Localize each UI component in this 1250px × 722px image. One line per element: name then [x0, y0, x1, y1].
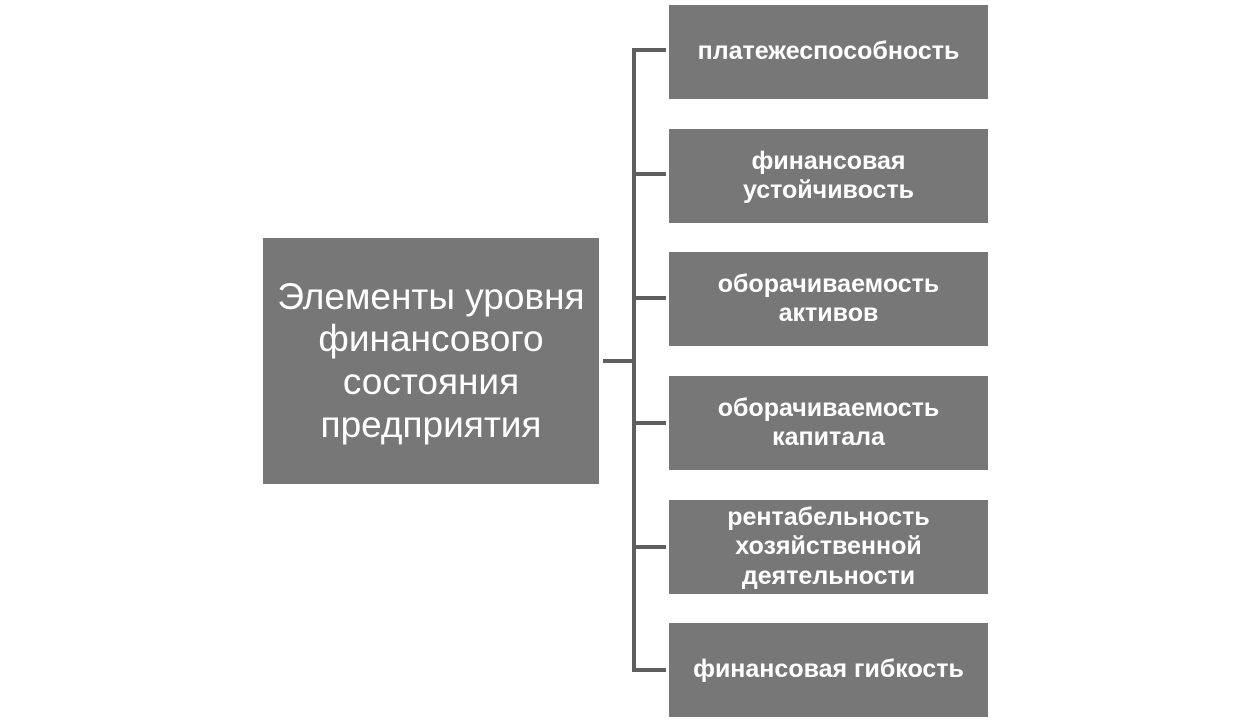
child-node-capital-turnover: оборачиваемость капитала [669, 376, 988, 470]
root-connector [603, 359, 635, 363]
root-node: Элементы уровня финансового состояния пр… [263, 238, 599, 484]
child-node-asset-turnover: оборачиваемость активов [669, 252, 988, 346]
child-node-label: финансовая устойчивость [742, 146, 915, 205]
child-node-solvency: платежеспособность [669, 5, 988, 99]
child-node-label: рентабельность хозяйственной деятельност… [727, 502, 930, 590]
branch-connector-5 [632, 545, 666, 549]
child-node-financial-flexibility: финансовая гибкость [669, 623, 988, 717]
child-node-label: финансовая гибкость [693, 655, 964, 684]
vertical-trunk [632, 48, 636, 672]
root-node-label: Элементы уровня финансового состояния пр… [277, 275, 585, 445]
branch-connector-3 [632, 296, 666, 300]
branch-connector-2 [632, 172, 666, 176]
branch-connector-1 [632, 48, 666, 52]
child-node-label: оборачиваемость активов [717, 269, 940, 328]
branch-connector-6 [632, 668, 666, 672]
child-node-financial-stability: финансовая устойчивость [669, 129, 988, 223]
child-node-label: платежеспособность [697, 37, 960, 66]
branch-connector-4 [632, 421, 666, 425]
child-node-label: оборачиваемость капитала [717, 393, 940, 452]
child-node-business-profitability: рентабельность хозяйственной деятельност… [669, 500, 988, 594]
